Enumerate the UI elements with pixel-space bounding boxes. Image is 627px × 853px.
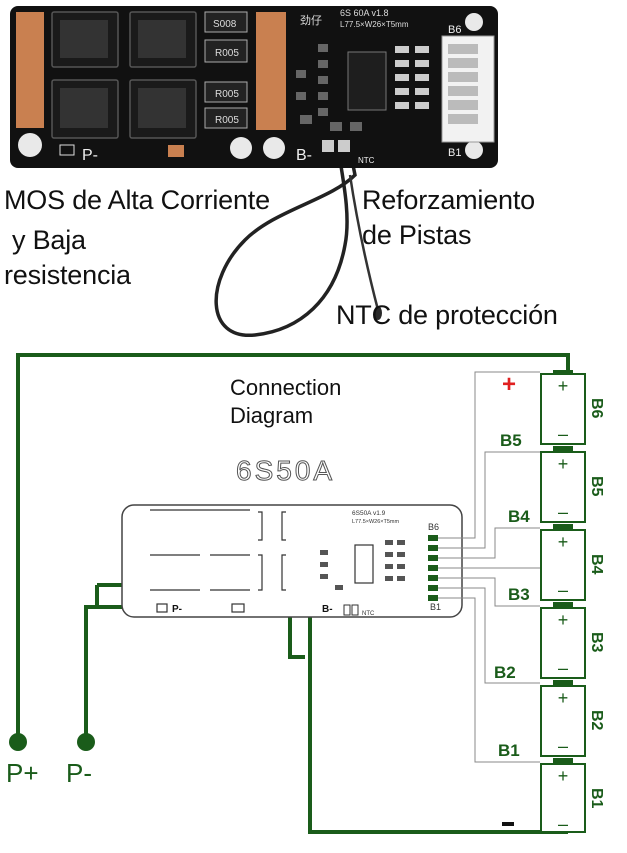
board-marking: 6S 60A v1.8 bbox=[340, 8, 389, 18]
board-dims: L77.5×W26×T5mm bbox=[340, 20, 409, 29]
tap-label-b5: B5 bbox=[500, 431, 522, 450]
board-logo: 劲仔 bbox=[300, 14, 322, 27]
cell-label-b2: B2 bbox=[588, 710, 605, 731]
diagram-title-line1: Connection bbox=[230, 375, 341, 400]
negative-sign bbox=[502, 822, 514, 826]
ntc-mark: NTC bbox=[358, 156, 375, 165]
resistor-label: S008 bbox=[213, 19, 237, 30]
caption-mos-line1: MOS de Alta Corriente bbox=[4, 185, 270, 215]
connector-label-bottom: B1 bbox=[430, 602, 441, 612]
connector-label-top: B6 bbox=[428, 522, 439, 532]
bms-board-photo: S008 R005 R005 R005 劲仔 6S 60A v1.8 L77.5… bbox=[10, 6, 498, 337]
svg-text:–: – bbox=[558, 580, 568, 600]
cell-label-b4: B4 bbox=[588, 554, 605, 575]
cell-label-b3: B3 bbox=[588, 632, 605, 653]
main-wires bbox=[16, 353, 570, 834]
caption-mos-line3: resistencia bbox=[4, 260, 131, 290]
balance-wires bbox=[438, 371, 540, 763]
pad-b-minus: B- bbox=[322, 604, 333, 615]
connection-diagram: P+ P- Connection Diagram 6S50A 6S50A v1.… bbox=[6, 353, 605, 834]
pad-p-minus: P- bbox=[82, 147, 98, 164]
mounting-hole bbox=[263, 137, 285, 159]
svg-text:+: + bbox=[558, 610, 569, 630]
terminal-p-minus-label: P- bbox=[66, 758, 92, 788]
svg-text:+: + bbox=[558, 688, 569, 708]
board-dims: L77.5×W26×T5mm bbox=[352, 519, 399, 525]
connector-label-bottom: B1 bbox=[448, 147, 461, 159]
ntc-cable bbox=[214, 159, 357, 337]
caption-ntc: NTC de protección bbox=[336, 300, 558, 330]
diagram-title-line2: Diagram bbox=[230, 403, 313, 428]
ntc-mark: NTC bbox=[362, 611, 375, 617]
tap-label-b3: B3 bbox=[508, 585, 530, 604]
mounting-hole bbox=[230, 137, 252, 159]
protection-ic bbox=[347, 51, 387, 111]
terminal-p-plus-label: P+ bbox=[6, 758, 39, 788]
svg-text:+: + bbox=[558, 766, 569, 786]
terminal-p-plus-dot bbox=[9, 733, 27, 751]
resistor-label: R005 bbox=[215, 48, 239, 59]
svg-text:–: – bbox=[558, 736, 568, 756]
diagram-model: 6S50A bbox=[236, 455, 335, 486]
svg-text:+: + bbox=[558, 532, 569, 552]
copper-strip bbox=[16, 12, 44, 128]
caption-mos-line2: y Baja bbox=[12, 225, 86, 255]
copper-strip bbox=[256, 12, 286, 130]
svg-text:+: + bbox=[558, 376, 569, 396]
shunt-resistors bbox=[204, 11, 248, 129]
tap-label-b1: B1 bbox=[498, 741, 520, 760]
caption-track-line1: Reforzamiento bbox=[362, 185, 535, 215]
board-outline bbox=[121, 504, 463, 618]
cell-label-b5: B5 bbox=[588, 476, 605, 497]
tap-label-b4: B4 bbox=[508, 507, 530, 526]
cell-label-b6: B6 bbox=[588, 398, 605, 419]
resistor-label: R005 bbox=[215, 115, 239, 126]
svg-text:–: – bbox=[558, 814, 568, 834]
positive-sign: + bbox=[502, 371, 516, 398]
terminal-p-minus-dot bbox=[77, 733, 95, 751]
tap-label-b2: B2 bbox=[494, 663, 516, 682]
cell-label-b1: B1 bbox=[588, 788, 605, 809]
svg-text:–: – bbox=[558, 502, 568, 522]
svg-text:–: – bbox=[558, 424, 568, 444]
mounting-hole bbox=[18, 133, 42, 157]
connector-label-top: B6 bbox=[448, 24, 461, 36]
svg-text:–: – bbox=[558, 658, 568, 678]
resistor-label: R005 bbox=[215, 89, 239, 100]
svg-text:+: + bbox=[558, 454, 569, 474]
pad-b-minus: B- bbox=[296, 147, 312, 164]
pad-p-minus: P- bbox=[172, 604, 182, 615]
board-marking: 6S50A v1.9 bbox=[352, 510, 386, 517]
caption-track-line2: de Pistas bbox=[362, 220, 472, 250]
